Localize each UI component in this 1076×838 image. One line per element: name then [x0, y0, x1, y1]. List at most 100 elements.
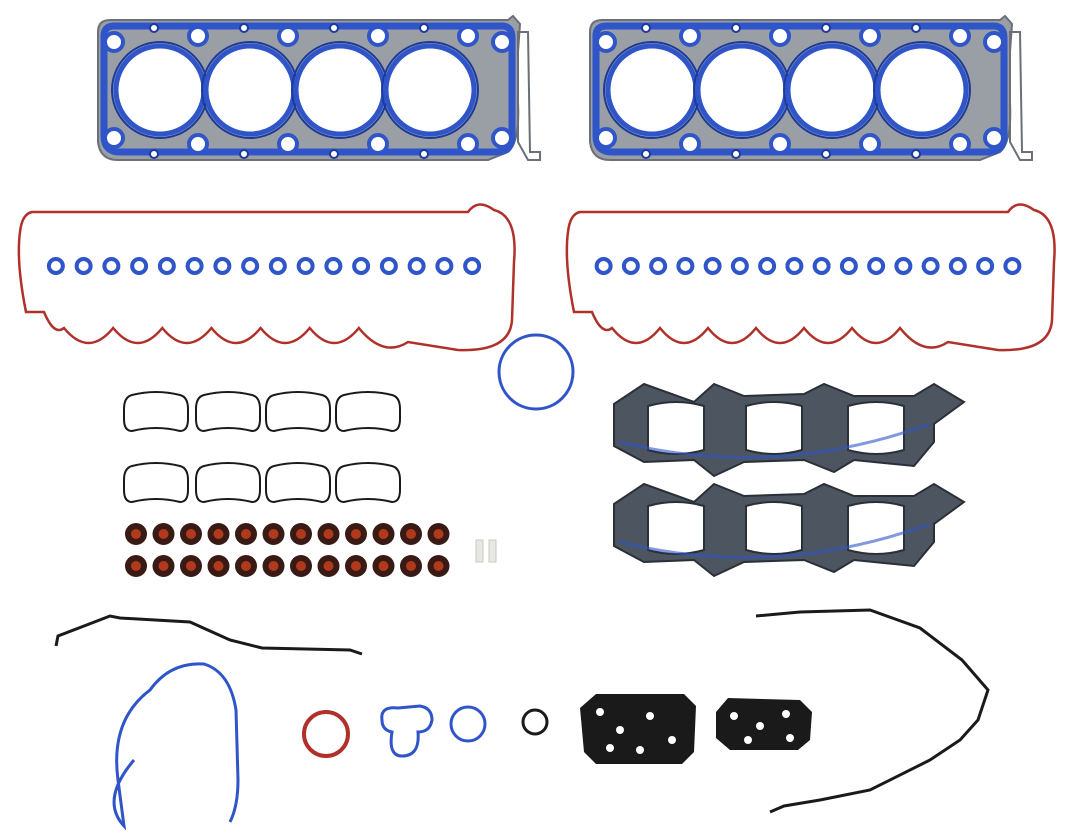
manifold-port — [745, 501, 803, 555]
oil-pump-hole — [756, 722, 764, 730]
valve-stem-seal-cap — [213, 561, 224, 571]
coolant-hole — [329, 149, 339, 159]
valve-stem-seal — [125, 555, 147, 577]
spark-plug-seal — [130, 257, 149, 275]
intake-port-gasket — [123, 391, 189, 433]
coolant-hole — [419, 23, 429, 33]
oil-pump-gasket-large — [580, 694, 696, 764]
head-gasket-2 — [589, 14, 1033, 161]
valve-stem-seal — [400, 555, 422, 577]
spark-plug-seal — [676, 257, 695, 275]
bolt-hole — [983, 127, 1005, 149]
intake-port-gasket — [335, 391, 401, 433]
oil-pump-hole — [606, 744, 614, 752]
valve-stem-seal — [207, 555, 230, 577]
valve-stem-seal — [317, 555, 340, 577]
spark-plug-seal — [268, 257, 287, 275]
valve-stem-seal — [400, 523, 422, 545]
valve-stem-seal-cap — [241, 561, 251, 571]
exhaust-manifold-gasket-1 — [613, 382, 966, 478]
intake-port-outline — [335, 391, 401, 433]
valve-stem-seal — [152, 555, 175, 577]
intake-port-outline — [265, 462, 331, 504]
intake-port-outline — [195, 391, 261, 433]
spark-plug-seal — [213, 257, 232, 275]
bolt-hole — [679, 133, 701, 155]
bolt-hole — [769, 133, 791, 155]
oil-pump-hole — [616, 726, 624, 734]
spark-plug-seal — [324, 257, 343, 275]
spark-plug-seal — [352, 257, 371, 275]
misc-seals — [302, 333, 812, 764]
head-gasket-1 — [97, 14, 541, 161]
bolt-hole — [103, 127, 125, 149]
intake-port-gaskets — [123, 391, 401, 504]
bolt-hole — [949, 25, 971, 47]
bolt-hole — [983, 31, 1005, 53]
bolt-hole — [595, 31, 617, 53]
coolant-hole — [911, 149, 921, 159]
spark-plug-seal — [730, 257, 749, 275]
coolant-hole — [239, 149, 249, 159]
valve-cover-gaskets — [17, 203, 1056, 352]
bolt-hole — [187, 133, 209, 155]
spark-plug-seal — [102, 257, 121, 275]
valve-stem-seal-cap — [406, 529, 416, 539]
valve-stem-seal — [290, 523, 312, 545]
intake-port-outline — [123, 391, 189, 433]
timing-cover-gaskets — [54, 608, 990, 831]
head-gasket-tail-bracket — [517, 31, 541, 161]
cylinder-bore-ring — [873, 41, 971, 139]
plastic-guide — [475, 539, 484, 563]
intake-port-gasket — [195, 391, 261, 433]
large-o-ring — [497, 333, 575, 411]
valve-stem-seal-cap — [158, 561, 169, 571]
coolant-hole — [911, 23, 921, 33]
coolant-hole — [731, 149, 741, 159]
head-gasket-tail-bracket — [1009, 31, 1033, 161]
manifold-port — [647, 501, 705, 555]
spark-plug-seal — [812, 257, 831, 275]
valve-cover-gasket-2 — [565, 203, 1056, 352]
oil-pump-hole — [782, 710, 790, 718]
spark-plug-seal — [463, 257, 482, 275]
valve-stem-seal-cap — [296, 561, 306, 571]
valve-stem-seal — [207, 523, 230, 545]
bolt-hole — [859, 25, 881, 47]
bolt-hole — [595, 127, 617, 149]
manifold-port — [745, 401, 803, 455]
oil-pump-hole — [668, 736, 676, 744]
valve-stem-seal-cap — [351, 529, 361, 539]
coolant-hole — [419, 149, 429, 159]
valve-stem-seal — [235, 555, 257, 577]
intake-port-gasket — [335, 462, 401, 504]
cylinder-bore — [875, 43, 969, 137]
valve-stem-seal-cap — [351, 561, 361, 571]
spark-plug-seal — [296, 257, 315, 275]
valve-stem-seal — [262, 555, 285, 577]
valve-stem-seal-cap — [406, 561, 416, 571]
manifold-blue-stripe — [619, 422, 931, 459]
valve-stem-seal — [372, 523, 395, 545]
spark-plug-seal — [435, 257, 454, 275]
valve-stem-seal — [262, 523, 285, 545]
valve-stem-seal-cap — [241, 529, 251, 539]
valve-stem-seal — [290, 555, 312, 577]
intake-port-outline — [265, 391, 331, 433]
valve-stem-seal — [180, 523, 202, 545]
valve-stem-seal-cap — [213, 529, 224, 539]
oil-pump-hole — [744, 736, 752, 744]
bolt-hole — [491, 31, 513, 53]
exhaust-manifold-gasket-2 — [613, 482, 966, 578]
cylinder-bore — [113, 43, 207, 137]
valve-stem-seal-cap — [323, 529, 334, 539]
coolant-hole — [329, 23, 339, 33]
spark-plug-seal — [407, 257, 426, 275]
valve-stem-seal-cap — [296, 529, 306, 539]
valve-stem-seal-cap — [186, 561, 196, 571]
valve-stem-seal — [427, 555, 450, 577]
black-o-ring — [521, 708, 549, 736]
spark-plug-seal — [185, 257, 204, 275]
spark-plug-seal — [948, 257, 967, 275]
